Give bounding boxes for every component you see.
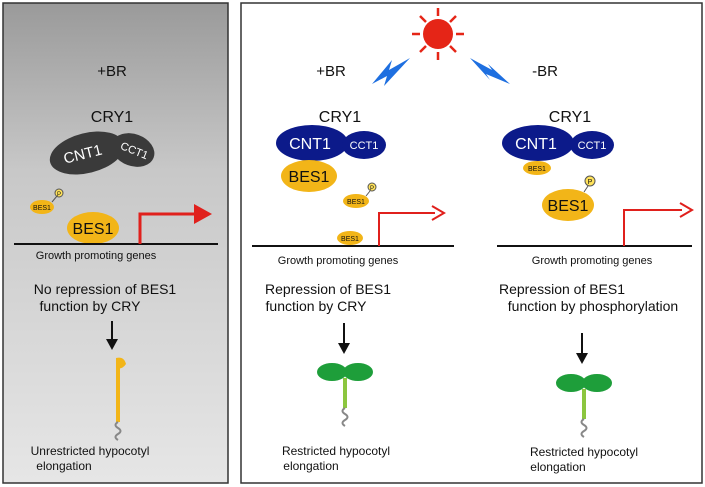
light-minus-bes1-small [523, 161, 551, 175]
dark-hypocotyl [116, 360, 120, 422]
light-minus-cry1-label: CRY1 [549, 109, 591, 126]
sun-icon [412, 8, 464, 60]
light-minus-subpanel: CRY1 CNT1 CCT1 BES1 BES1 P Growth promot… [497, 109, 694, 474]
light-minus-cct1-label: CCT1 [578, 140, 607, 152]
light-plus-cry1-label: CRY1 [319, 109, 361, 126]
dark-cry1-complex: CNT1 CCT1 [49, 131, 155, 175]
light-minus-root [580, 418, 588, 438]
dark-down-arrow-head [106, 339, 118, 350]
light-plus-seedling [317, 363, 373, 427]
dark-condition-label: +BR [97, 63, 127, 80]
light-plus-outcome-line1: Restricted hypocotyl [282, 444, 390, 458]
light-plus-mechanism-line2: function by CRY [266, 298, 368, 314]
dark-bes1-bound-label: BES1 [73, 221, 114, 238]
light-plus-down-arrow-head [338, 343, 350, 354]
light-minus-bes1-phospho-label: BES1 [548, 198, 589, 215]
light-plus-condition-label: +BR [316, 63, 346, 80]
light-minus-cnt1-domain [502, 125, 574, 161]
light-minus-cotyledon-left [556, 374, 586, 392]
light-plus-subpanel: CRY1 CNT1 CCT1 BES1 BES1 P BES1 Growth p… [252, 109, 454, 473]
dark-bes1-small-label: BES1 [33, 205, 51, 212]
light-plus-bes1-small [337, 231, 363, 245]
light-minus-phospho-circle [584, 175, 596, 187]
light-plus-promoter-arrow [378, 212, 435, 246]
light-plus-cct1-domain [342, 131, 386, 159]
dark-bes1-phospho: BES1 P [30, 188, 64, 214]
light-plus-outcome-line2: elongation [283, 459, 338, 473]
light-minus-bes1-phospho [542, 189, 594, 221]
light-minus-phospho-label: P [588, 179, 593, 186]
light-plus-bes1-cry [281, 160, 337, 192]
light-plus-genes-label: Growth promoting genes [278, 255, 399, 267]
light-plus-phospho-circle [367, 182, 377, 192]
dark-bes1-small [30, 200, 54, 214]
light-minus-condition-label: -BR [532, 63, 558, 80]
light-minus-outcome-line2: elongation [530, 460, 585, 474]
dark-mechanism-line1: No repression of BES1 [34, 281, 177, 297]
light-minus-down-arrow-head [576, 353, 588, 364]
light-minus-mechanism-line2: function by phosphorylation [508, 298, 678, 314]
dark-panel: +BR CRY1 CNT1 CCT1 BES1 P BES1 Growth pr… [2, 2, 229, 484]
lightning-left-icon [372, 58, 410, 86]
dark-phospho-circle [54, 188, 64, 198]
dark-promoter-arrow [138, 212, 198, 244]
light-minus-cct1-domain [570, 131, 614, 159]
light-minus-genes-label: Growth promoting genes [532, 255, 653, 267]
light-plus-phospho-label: P [370, 186, 374, 192]
dark-genes-label: Growth promoting genes [36, 250, 157, 262]
light-minus-cotyledon-right [582, 374, 612, 392]
dark-seedling [114, 357, 126, 441]
light-plus-mechanism-line1: Repression of BES1 [265, 281, 391, 297]
light-plus-cct1-label: CCT1 [350, 140, 379, 152]
dark-phospho-link [51, 195, 58, 203]
light-minus-cnt1-label: CNT1 [515, 136, 557, 153]
dark-outcome-line2: elongation [36, 459, 91, 473]
light-plus-root [341, 407, 349, 427]
dark-cct1-domain [111, 133, 155, 167]
light-minus-bes1-small-label: BES1 [528, 166, 546, 173]
light-minus-promoter-arrow [623, 209, 682, 246]
light-plus-bes1-phospho [343, 194, 369, 208]
light-minus-outcome-line1: Restricted hypocotyl [530, 445, 638, 459]
light-minus-seedling [556, 374, 612, 438]
light-plus-bes1-cry-label: BES1 [289, 169, 330, 186]
light-plus-bes1-small-label: BES1 [341, 236, 359, 243]
light-minus-phospho-link [583, 185, 589, 193]
dark-root [114, 421, 122, 441]
light-plus-cnt1-domain [276, 125, 348, 161]
lightning-right-icon [470, 58, 510, 84]
dark-promoter-arrowhead [194, 204, 212, 224]
light-panel: +BR -BR CRY1 CNT1 CCT1 BES1 BES1 P BES1 … [240, 2, 703, 484]
light-plus-phospho-link [365, 190, 371, 197]
light-minus-mechanism-line1: Repression of BES1 [499, 281, 625, 297]
light-plus-promoter-arrowhead [431, 205, 446, 221]
light-plus-hypocotyl [343, 378, 347, 408]
dark-outcome-line1: Unrestricted hypocotyl [31, 444, 150, 458]
light-panel-frame [240, 2, 703, 484]
light-plus-bes1-phospho-label: BES1 [347, 199, 365, 206]
dark-bes1-bound [67, 212, 119, 244]
dark-mechanism-line2: function by CRY [40, 298, 142, 314]
dark-cry1-label: CRY1 [91, 109, 133, 126]
light-minus-hypocotyl [582, 389, 586, 419]
dark-phospho-label: P [57, 192, 61, 198]
light-minus-promoter-arrowhead [679, 202, 694, 218]
dark-cnt1-domain [49, 131, 125, 175]
light-plus-cotyledon-left [317, 363, 347, 381]
light-plus-cotyledon-right [343, 363, 373, 381]
light-plus-cnt1-label: CNT1 [289, 136, 331, 153]
